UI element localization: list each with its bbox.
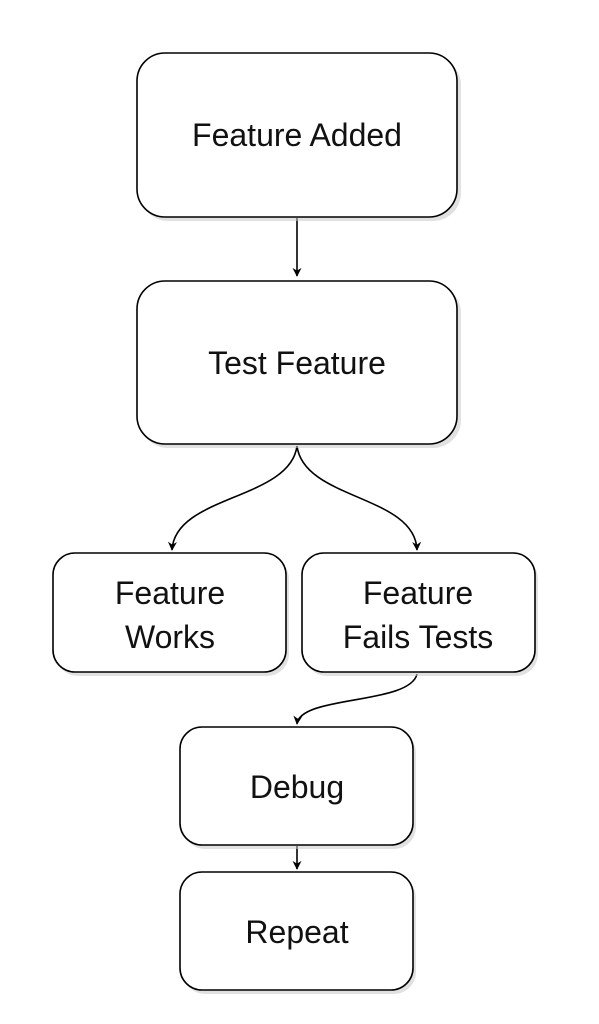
node-feature-fails-tests: Feature Fails Tests	[301, 552, 538, 676]
node-feature-fails-label-line2: Fails Tests	[343, 619, 494, 655]
edge-test-feature-to-feature-fails	[296, 445, 422, 551]
node-feature-added-label: Feature Added	[192, 117, 402, 153]
node-feature-fails-label-line1: Feature	[363, 575, 473, 611]
edge-test-feature-to-feature-works	[167, 445, 298, 551]
node-feature-works-label-line2: Works	[125, 619, 215, 655]
node-test-feature-label: Test Feature	[208, 345, 386, 381]
node-feature-added: Feature Added	[136, 52, 461, 221]
node-debug: Debug	[179, 726, 416, 849]
node-repeat: Repeat	[179, 871, 416, 994]
node-debug-label: Debug	[250, 769, 344, 805]
node-feature-works: Feature Works	[52, 552, 289, 676]
edge-feature-fails-to-debug	[293, 673, 418, 725]
node-feature-works-label-line1: Feature	[115, 575, 225, 611]
node-repeat-label: Repeat	[245, 914, 348, 950]
node-test-feature: Test Feature	[136, 280, 461, 448]
